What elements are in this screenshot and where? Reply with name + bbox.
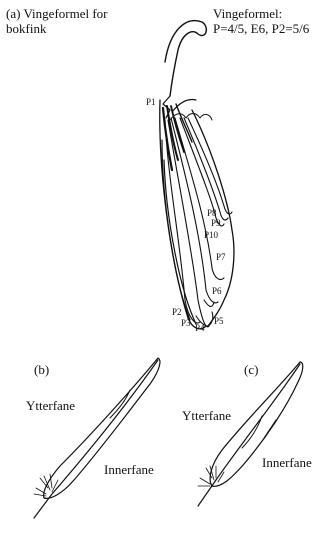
feather-c	[0, 0, 334, 538]
